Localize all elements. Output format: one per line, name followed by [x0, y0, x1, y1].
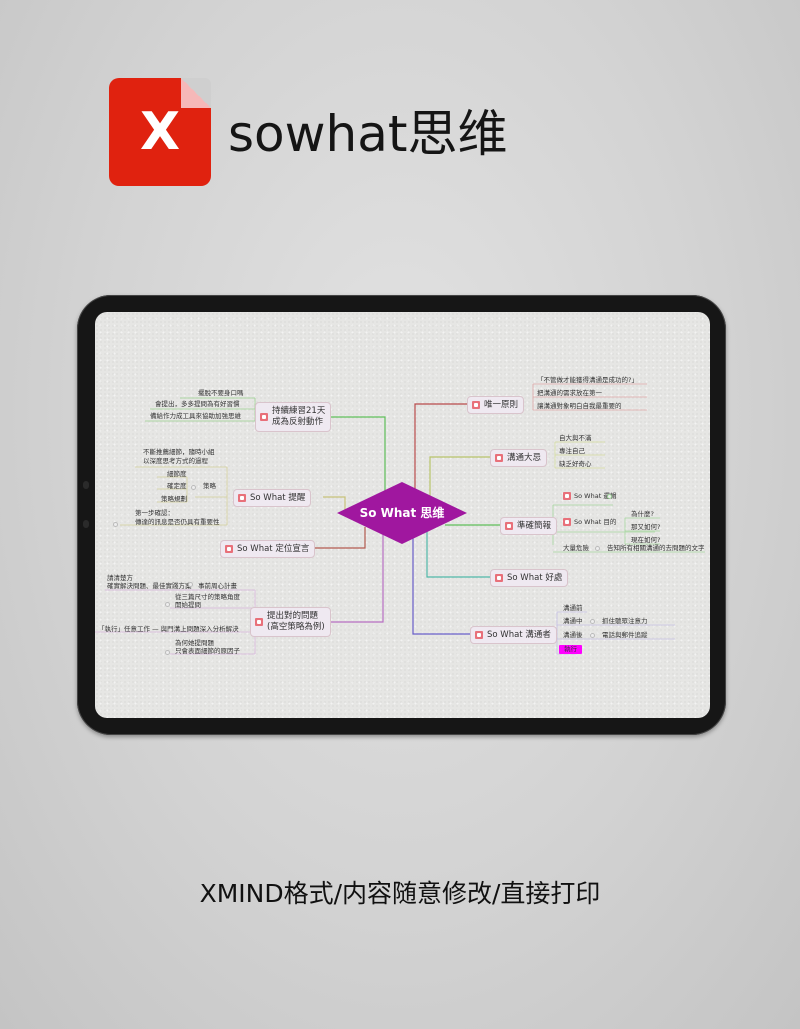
- topic-so-what-positioning[interactable]: So What 定位宣言: [220, 540, 316, 558]
- connector-lines: [95, 383, 705, 655]
- leaf-group-label[interactable]: 策略: [203, 482, 216, 490]
- topic-marker-icon: [495, 574, 503, 582]
- leaf-note-line[interactable]: 為何她提問題: [175, 639, 214, 647]
- leaf-item[interactable]: 現在如何?: [631, 536, 661, 544]
- collapse-dot[interactable]: [165, 650, 170, 655]
- topic-marker-icon: [495, 454, 503, 462]
- topic-label: 溝通大忌: [507, 453, 542, 463]
- mindmap-canvas: So What 思维 持續練習21天 成為反射動作 擺脫不要身口嗎 會提出，多多…: [95, 312, 710, 718]
- topic-marker-icon: [225, 545, 233, 553]
- page-fold-corner: [181, 78, 211, 108]
- leaf-item[interactable]: 備給作力成工具來協助加強思維: [150, 412, 241, 420]
- leaf-item[interactable]: 「不管做才能獲得溝通是成功的?」: [537, 376, 638, 384]
- collapse-dot[interactable]: [188, 582, 193, 587]
- leaf-item[interactable]: 那又如何?: [631, 523, 661, 531]
- leaf-item[interactable]: 大量危險: [563, 544, 589, 552]
- topic-label: So What 定位宣言: [237, 544, 310, 554]
- topic-label: 提出對的問題: [267, 611, 319, 621]
- leaf-note-line[interactable]: 第一步確認：: [135, 509, 174, 517]
- topic-so-what-benefits[interactable]: So What 好處: [490, 569, 569, 587]
- x-logo-glyph: X: [139, 102, 181, 162]
- leaf-item[interactable]: 專注自己: [559, 447, 585, 455]
- subtopic-so-what-purpose[interactable]: So What 目的: [562, 516, 619, 528]
- topic-marker-icon: [472, 401, 480, 409]
- leaf-item[interactable]: 事前周心計畫: [198, 582, 237, 590]
- subtopic-so-what-logic[interactable]: So What 邏輯: [562, 490, 619, 502]
- topic-label: 持續練習21天: [272, 406, 326, 416]
- leaf-note-line[interactable]: 不斷推薦細節，隨時小組: [143, 448, 215, 456]
- topic-marker-icon: [260, 413, 268, 421]
- leaf-note-line[interactable]: 傳達的訊息是否仍具有重要性: [135, 518, 220, 526]
- highlight-tag-execute[interactable]: 執行: [559, 645, 582, 654]
- collapse-dot[interactable]: [165, 602, 170, 607]
- page-title: sowhat思维: [228, 105, 508, 163]
- leaf-item[interactable]: 溝通前: [563, 604, 583, 612]
- leaf-item[interactable]: 告知所有相關溝通的去問題的文字: [607, 544, 705, 552]
- topic-marker-icon: [255, 618, 263, 626]
- topic-label: So What 好處: [507, 573, 563, 583]
- leaf-item[interactable]: 缺乏好奇心: [559, 460, 592, 468]
- leaf-item[interactable]: 細節度: [167, 470, 187, 478]
- leaf-note-line[interactable]: 開始提問: [175, 601, 201, 609]
- leaf-item[interactable]: 電話與郵件追蹤: [602, 631, 648, 639]
- xmind-file-icon: X: [109, 78, 211, 186]
- collapse-dot[interactable]: [191, 485, 196, 490]
- leaf-item[interactable]: 「執行」任意工作 — 與門溝上問題深入分析解決: [98, 625, 239, 633]
- leaf-item[interactable]: 策略規劃: [161, 495, 187, 503]
- collapse-dot[interactable]: [113, 522, 118, 527]
- topic-so-what-communicator[interactable]: So What 溝通者: [470, 626, 557, 644]
- topic-only-principle[interactable]: 唯一原則: [467, 396, 525, 414]
- leaf-item[interactable]: 抓住聽眾注意力: [602, 617, 648, 625]
- leaf-item[interactable]: 溝通中: [563, 617, 583, 625]
- leaf-note-line[interactable]: 以深度思考方式的過程: [143, 457, 208, 465]
- leaf-note-line[interactable]: 從三篇尺寸的策略角度: [175, 593, 240, 601]
- topic-label: 準確簡報: [517, 521, 552, 531]
- central-topic-label: So What 思维: [359, 506, 445, 520]
- leaf-item[interactable]: 溝通後: [563, 631, 583, 639]
- subtopic-label: So What 邏輯: [574, 492, 617, 500]
- topic-marker-icon: [475, 631, 483, 639]
- footer-caption: XMIND格式/内容随意修改/直接打印: [199, 879, 601, 908]
- leaf-item[interactable]: 讓溝通對象明白自我最重要的: [537, 402, 622, 410]
- leaf-item[interactable]: 把溝通的需求放在第一: [537, 389, 602, 397]
- topic-communication-taboos[interactable]: 溝通大忌: [490, 449, 548, 467]
- topic-marker-icon: [563, 492, 571, 500]
- collapse-dot[interactable]: [590, 619, 595, 624]
- leaf-note-line[interactable]: 請清楚方: [107, 574, 133, 582]
- diamond-shape: [337, 482, 467, 544]
- leaf-item[interactable]: 擺脫不要身口嗎: [198, 389, 244, 397]
- topic-label: 唯一原則: [484, 400, 519, 410]
- leaf-note-line[interactable]: 確實解決問題、最佳實踐方案: [107, 582, 192, 590]
- topic-practice-21-days[interactable]: 持續練習21天 成為反射動作: [255, 402, 332, 432]
- topic-label: So What 提醒: [250, 493, 306, 503]
- topic-so-what-reminder[interactable]: So What 提醒: [233, 489, 312, 507]
- topic-marker-icon: [563, 518, 571, 526]
- topic-label: (高空策略為例): [267, 622, 325, 632]
- topic-label: So What 溝通者: [487, 630, 551, 640]
- leaf-item[interactable]: 為什麼?: [631, 510, 654, 518]
- topic-accurate-briefing[interactable]: 準確簡報: [500, 517, 558, 535]
- topic-ask-right-questions[interactable]: 提出對的問題 (高空策略為例): [250, 607, 331, 637]
- tablet-sensor-dot: [83, 520, 89, 528]
- leaf-item[interactable]: 自大與不滿: [559, 434, 592, 442]
- leaf-item[interactable]: 確定度: [167, 482, 187, 490]
- leaf-note-line[interactable]: 只會表面細節的原因子: [175, 647, 240, 655]
- central-topic[interactable]: So What 思维: [337, 482, 467, 544]
- leaf-item[interactable]: 會提出，多多提問為有好習慣: [155, 400, 240, 408]
- tablet-camera-dot: [83, 481, 89, 489]
- topic-marker-icon: [238, 494, 246, 502]
- collapse-dot[interactable]: [607, 494, 612, 499]
- topic-label: 成為反射動作: [272, 417, 324, 427]
- topic-marker-icon: [505, 522, 513, 530]
- tablet-frame: So What 思维 持續練習21天 成為反射動作 擺脫不要身口嗎 會提出，多多…: [77, 295, 726, 735]
- collapse-dot[interactable]: [595, 546, 600, 551]
- subtopic-label: So What 目的: [574, 518, 617, 526]
- collapse-dot[interactable]: [590, 633, 595, 638]
